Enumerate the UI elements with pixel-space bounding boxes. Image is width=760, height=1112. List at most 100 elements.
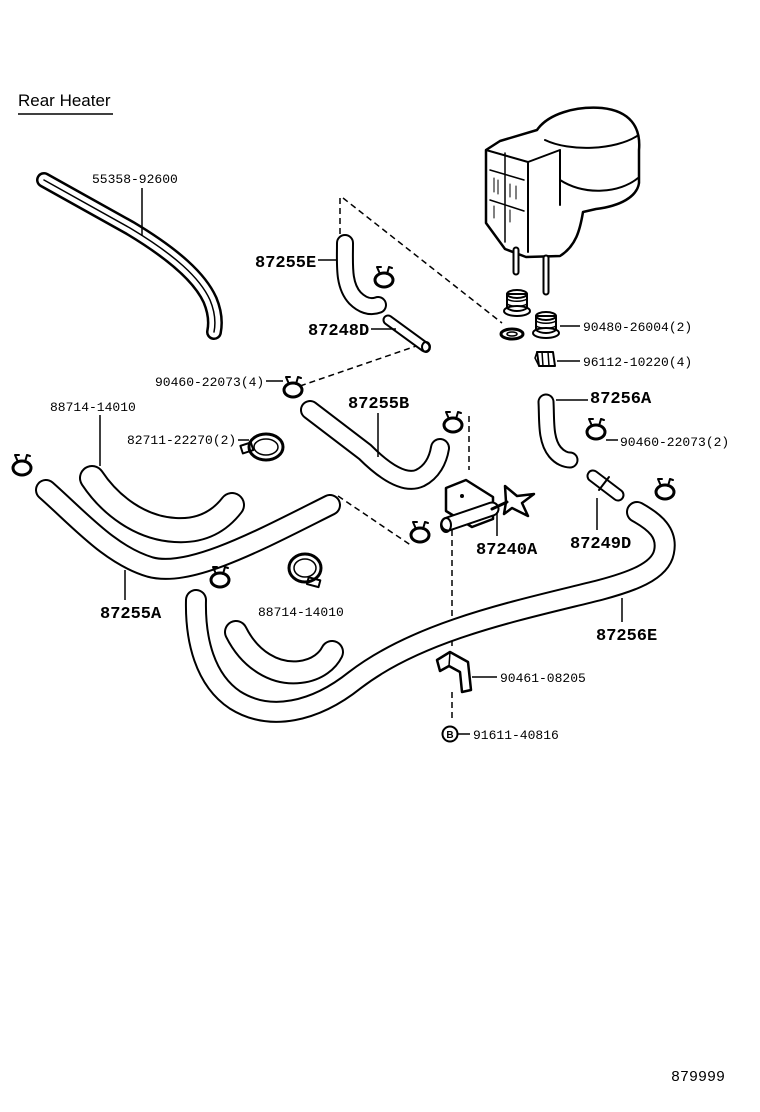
clamp-band <box>247 432 285 462</box>
clip-body <box>536 351 556 367</box>
label-hose-88714-upper: 88714-14010 <box>50 400 136 415</box>
hose-fill <box>37 481 339 578</box>
bracket-body <box>435 650 473 694</box>
rear-heater-unit <box>484 106 641 296</box>
hose-87256A <box>537 393 579 469</box>
grommet-flange <box>503 305 531 317</box>
diagram-title: Rear Heater <box>18 91 111 110</box>
ring-inner <box>506 331 518 337</box>
bolt-marker: B <box>441 725 459 743</box>
spring-clamp <box>209 566 231 589</box>
label-clip-96112: 96112-10220(4) <box>583 355 692 370</box>
grommet <box>532 311 560 339</box>
clamp-screw-housing <box>305 576 322 589</box>
hose-fill <box>186 503 674 721</box>
clamp-tabs <box>445 411 462 420</box>
weatherstrip-channel <box>43 179 216 333</box>
heater-housing-outline <box>484 106 641 259</box>
label-hose-87255B: 87255B <box>348 395 409 414</box>
clamp-tabs <box>285 376 302 385</box>
dashed-line <box>299 342 426 387</box>
hose-fill <box>226 622 342 683</box>
hose-fill <box>337 236 385 314</box>
grommet-top <box>506 289 528 299</box>
hose-87255A <box>35 479 341 580</box>
heater-panel-lines <box>489 152 525 243</box>
clamp-ring <box>282 381 304 399</box>
label-clamp-90460-2: 90460-22073(2) <box>620 435 729 450</box>
label-bolt: 91611-40816 <box>473 728 559 743</box>
band-clamp-88714 <box>287 552 323 589</box>
clip-ribs <box>534 351 550 367</box>
valve-bracket-hole <box>460 494 464 498</box>
clamp-band <box>287 552 323 584</box>
label-pipe-87248D: 87248D <box>308 322 369 341</box>
valve-port <box>440 517 452 533</box>
bracket-fold <box>448 651 451 667</box>
dashed-line <box>342 197 503 324</box>
pipe-end <box>421 341 431 353</box>
clamp-tabs <box>376 266 393 275</box>
figure-number: 879999 <box>671 1069 725 1086</box>
bolt-marker-letter: B <box>446 730 453 741</box>
hose-fill <box>81 467 243 542</box>
heater-fan-housing-lines <box>544 135 639 192</box>
label-clamp-82711: 82711-22270(2) <box>127 433 236 448</box>
clamp-screw-housing <box>239 441 255 455</box>
spring-clamp <box>373 266 395 289</box>
grommet-flange <box>532 327 560 339</box>
clamp-ring <box>585 423 607 441</box>
clamp-tabs <box>657 478 674 487</box>
label-valve-87240A: 87240A <box>476 541 538 560</box>
weatherstrip <box>36 172 223 340</box>
valve-bracket <box>444 478 495 529</box>
clamp-band-inner <box>293 558 317 578</box>
hose-fill <box>302 402 448 488</box>
label-hose-87255E: 87255E <box>255 254 316 273</box>
spring-clamp <box>409 521 431 544</box>
clamp-ring <box>409 526 431 544</box>
heater-shading <box>493 177 517 223</box>
spring-clamp <box>654 478 676 501</box>
clamp-ring <box>11 459 33 477</box>
label-weatherstrip: 55358-92600 <box>92 172 178 187</box>
valve-knob <box>502 484 536 518</box>
part-labels: 55358-92600 87255E 87248D 90480-26004(2)… <box>50 172 729 743</box>
spring-clamp <box>442 411 464 434</box>
label-clamp-90460-4: 90460-22073(4) <box>155 375 264 390</box>
hose-87256E <box>184 501 676 723</box>
valve-body-fill <box>442 503 498 530</box>
label-hose-87256E: 87256E <box>596 627 657 646</box>
band-clamp-82711 <box>239 432 285 462</box>
hose-88714-lower <box>224 620 344 685</box>
label-hose-87255A: 87255A <box>100 605 162 624</box>
clip-96112 <box>534 351 556 367</box>
pipe-fill <box>384 316 429 351</box>
spring-clamp <box>11 454 33 477</box>
water-valve <box>440 478 536 533</box>
clamp-ring <box>442 416 464 434</box>
ring-outer <box>499 327 525 341</box>
pipe-87249D <box>586 469 625 502</box>
spring-clamp-90460-4 <box>282 376 304 399</box>
clamp-ring <box>209 571 231 589</box>
hose-87255E <box>335 234 387 316</box>
pipe-87248D <box>382 314 431 353</box>
clamp-tabs <box>588 418 605 427</box>
dashed-line <box>337 495 413 547</box>
hose-88714-upper <box>79 465 245 544</box>
label-pipe-87249D: 87249D <box>570 535 631 554</box>
clamp-ring <box>373 271 395 289</box>
grommet-ring <box>499 327 525 341</box>
clamp-tabs <box>212 566 229 575</box>
pipe-fill <box>588 471 623 500</box>
label-hose-88714-lower: 88714-14010 <box>258 605 344 620</box>
leader-lines <box>99 188 623 735</box>
bolt-circle <box>441 725 459 743</box>
valve-stem <box>490 500 509 511</box>
label-bracket: 90461-08205 <box>500 671 586 686</box>
hose-87255B <box>300 400 450 490</box>
label-hose-87256A: 87256A <box>590 390 652 409</box>
clamp-tabs <box>412 521 429 530</box>
hose-fill <box>539 395 577 467</box>
